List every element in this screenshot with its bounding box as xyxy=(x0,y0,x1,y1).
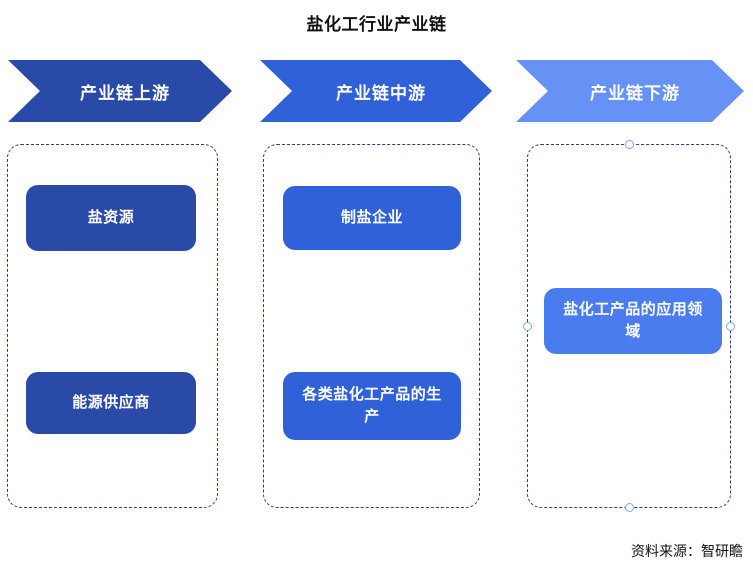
banner-midstream[interactable]: 产业链中游 xyxy=(260,60,492,122)
banner-downstream[interactable]: 产业链下游 xyxy=(516,60,744,122)
resize-handle-left[interactable] xyxy=(523,321,532,331)
resize-handle-right[interactable] xyxy=(726,321,735,331)
node-salt-products[interactable]: 各类盐化工产品的生产 xyxy=(283,372,461,440)
node-energy-supplier[interactable]: 能源供应商 xyxy=(26,372,196,434)
node-salt-resource[interactable]: 盐资源 xyxy=(26,185,196,251)
banner-downstream-label: 产业链下游 xyxy=(590,83,680,103)
node-application-field[interactable]: 盐化工产品的应用领域 xyxy=(544,288,722,354)
banner-upstream[interactable]: 产业链上游 xyxy=(8,60,232,122)
source-note: 资料来源：智研瞻 xyxy=(631,543,743,559)
resize-handle-top[interactable] xyxy=(624,140,634,149)
page-title: 盐化工行业产业链 xyxy=(306,15,447,34)
banner-upstream-label: 产业链上游 xyxy=(80,83,170,103)
banner-midstream-label: 产业链中游 xyxy=(336,83,426,103)
node-salt-enterprise[interactable]: 制盐企业 xyxy=(283,186,461,250)
resize-handle-bottom[interactable] xyxy=(624,503,634,512)
